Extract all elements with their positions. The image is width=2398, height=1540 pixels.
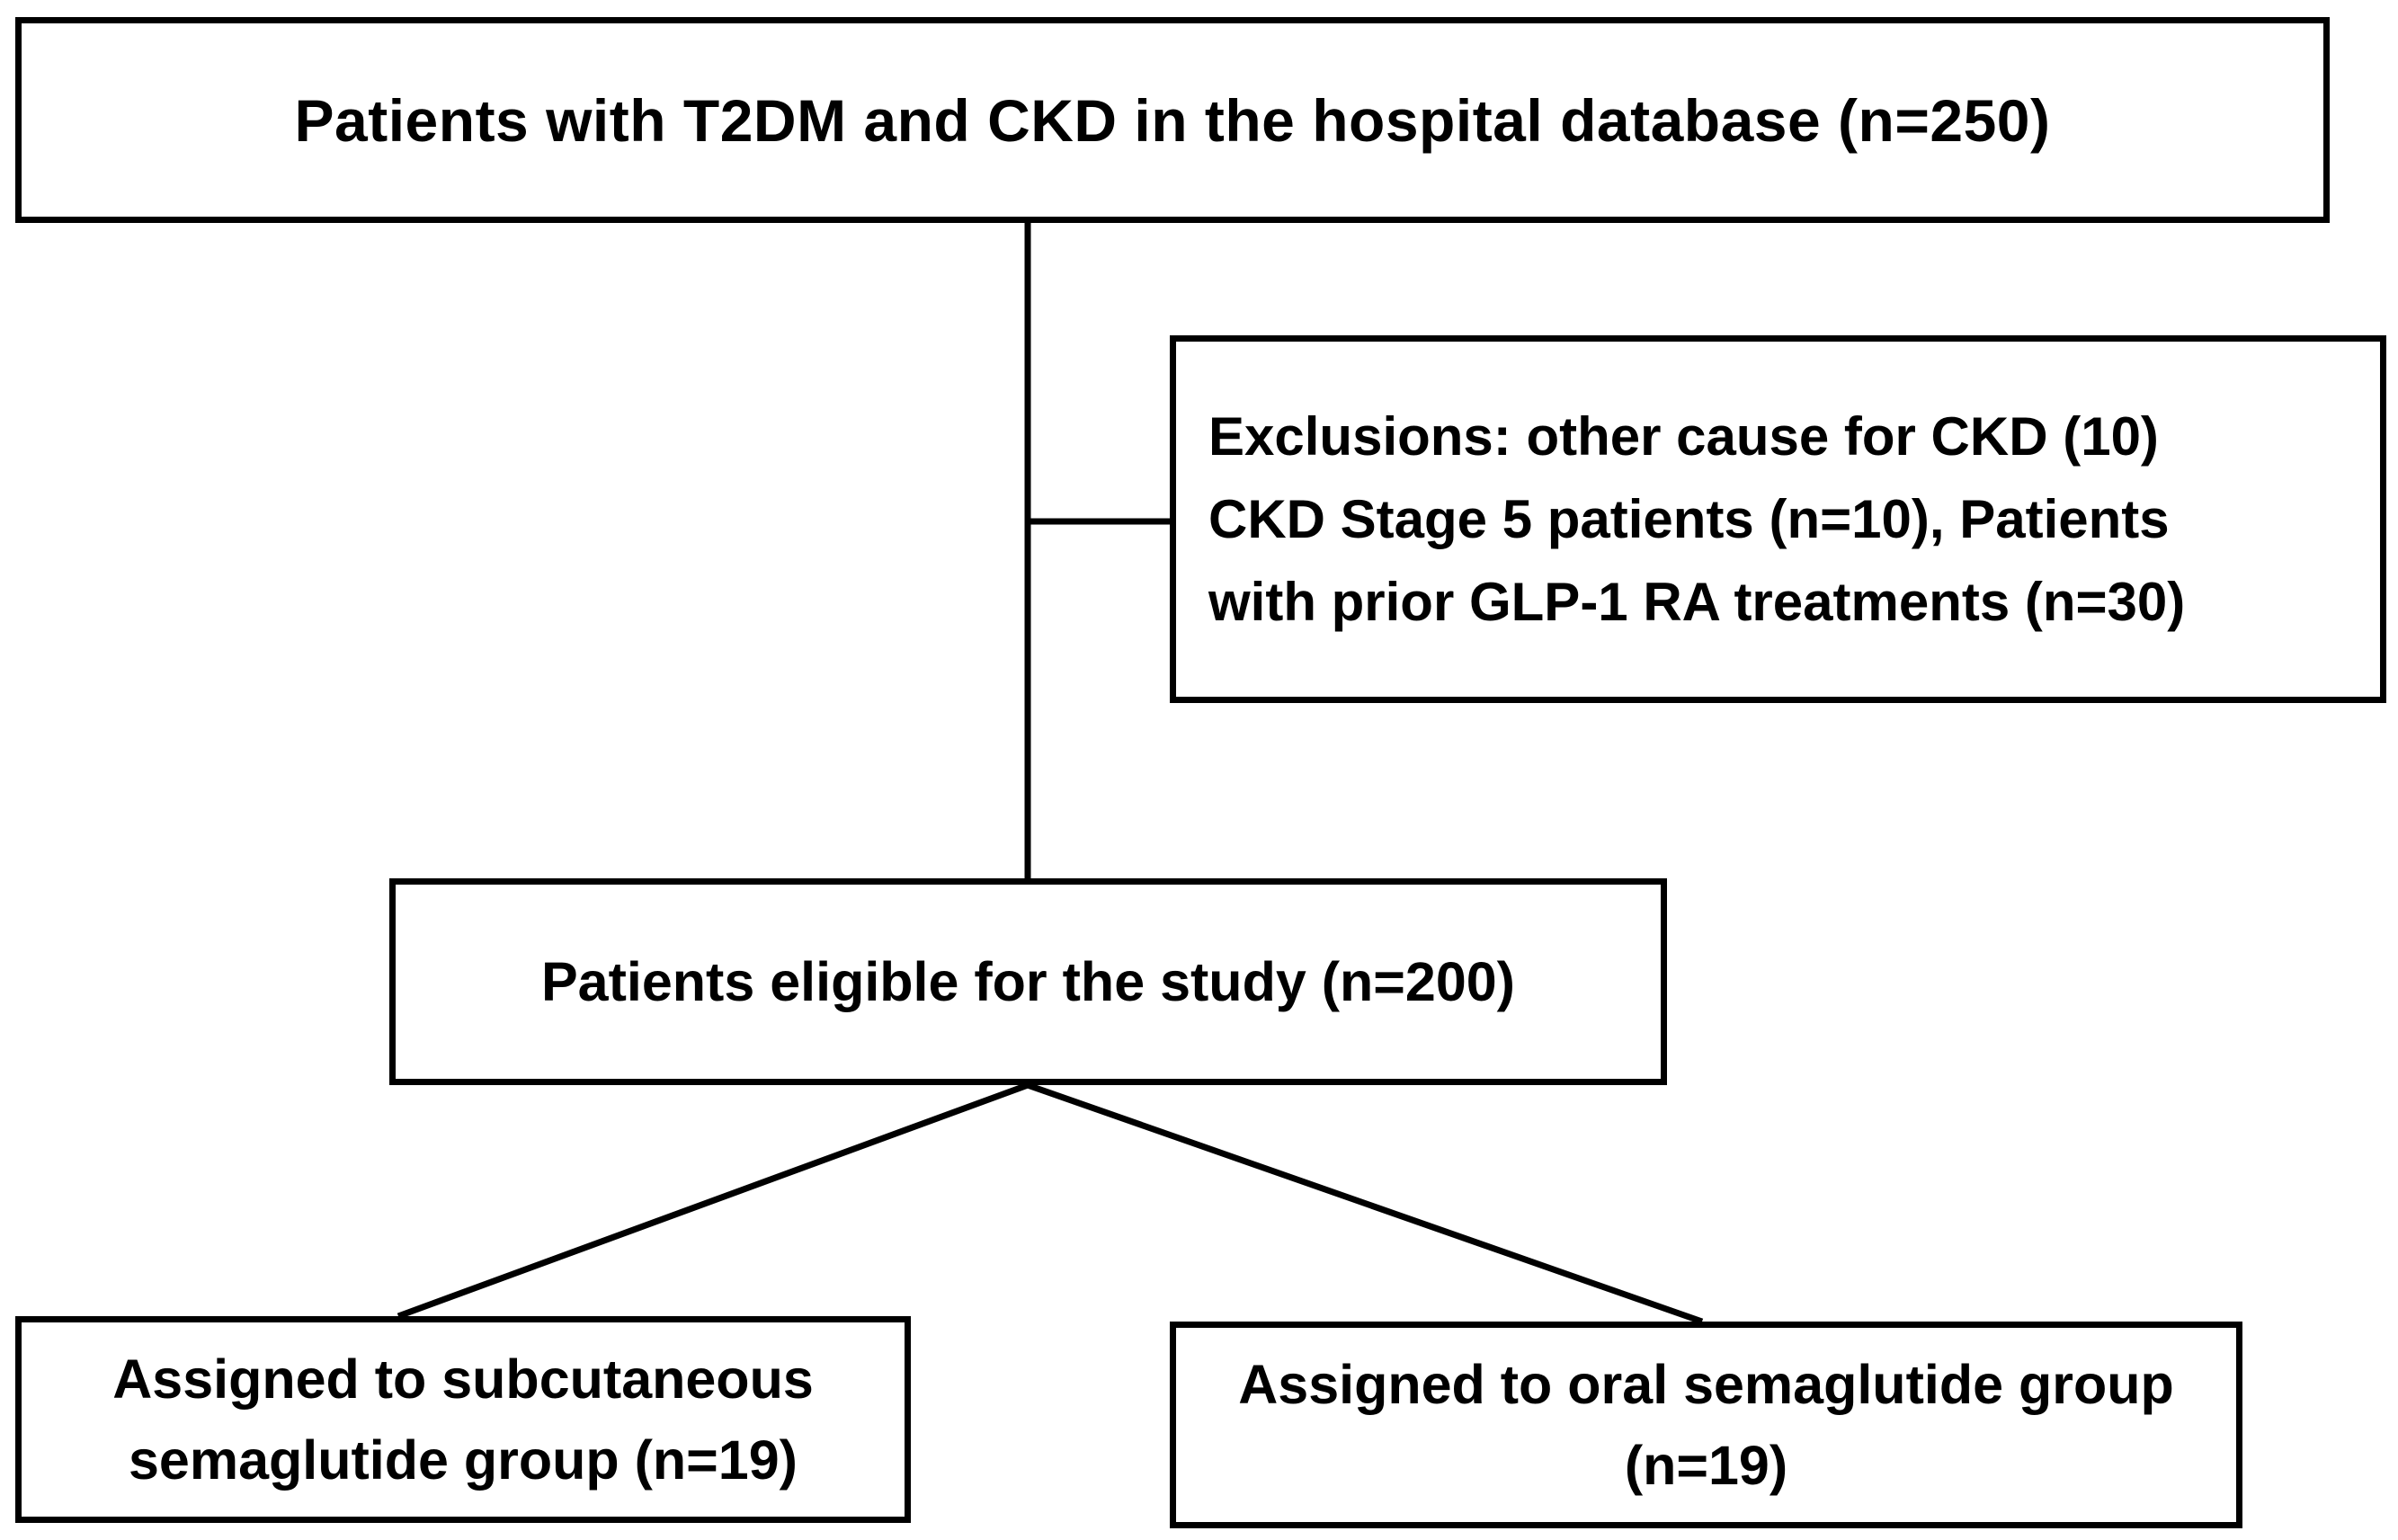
exclusions-line-3: with prior GLP-1 RA treatments (n=30)	[1208, 571, 2186, 632]
edge-eligible-to-subcutaneous	[397, 1082, 1030, 1320]
eligible-text: Patients eligible for the study (n=200)	[541, 951, 1515, 1012]
database-text: Patients with T2DM and CKD in the hospit…	[294, 86, 2051, 154]
subcutaneous-box: Assigned to subcutaneous semaglutide gro…	[15, 1316, 911, 1523]
exclusions-box: Exclusions: other cause for CKD (10) CKD…	[1170, 335, 2386, 703]
subcutaneous-line-2: semaglutide group (n=19)	[129, 1429, 798, 1491]
oral-box: Assigned to oral semaglutide group (n=19…	[1170, 1322, 2242, 1528]
exclusions-line-2: CKD Stage 5 patients (n=10), Patients	[1208, 488, 2170, 549]
eligible-box: Patients eligible for the study (n=200)	[389, 878, 1667, 1085]
oral-line-1: Assigned to oral semaglutide group	[1238, 1354, 2174, 1415]
edge-eligible-to-oral	[1026, 1082, 1704, 1325]
oral-line-2: (n=19)	[1624, 1435, 1788, 1496]
subcutaneous-line-1: Assigned to subcutaneous	[112, 1349, 814, 1410]
database-box: Patients with T2DM and CKD in the hospit…	[15, 17, 2330, 223]
exclusions-line-1: Exclusions: other cause for CKD (10)	[1208, 405, 2159, 467]
